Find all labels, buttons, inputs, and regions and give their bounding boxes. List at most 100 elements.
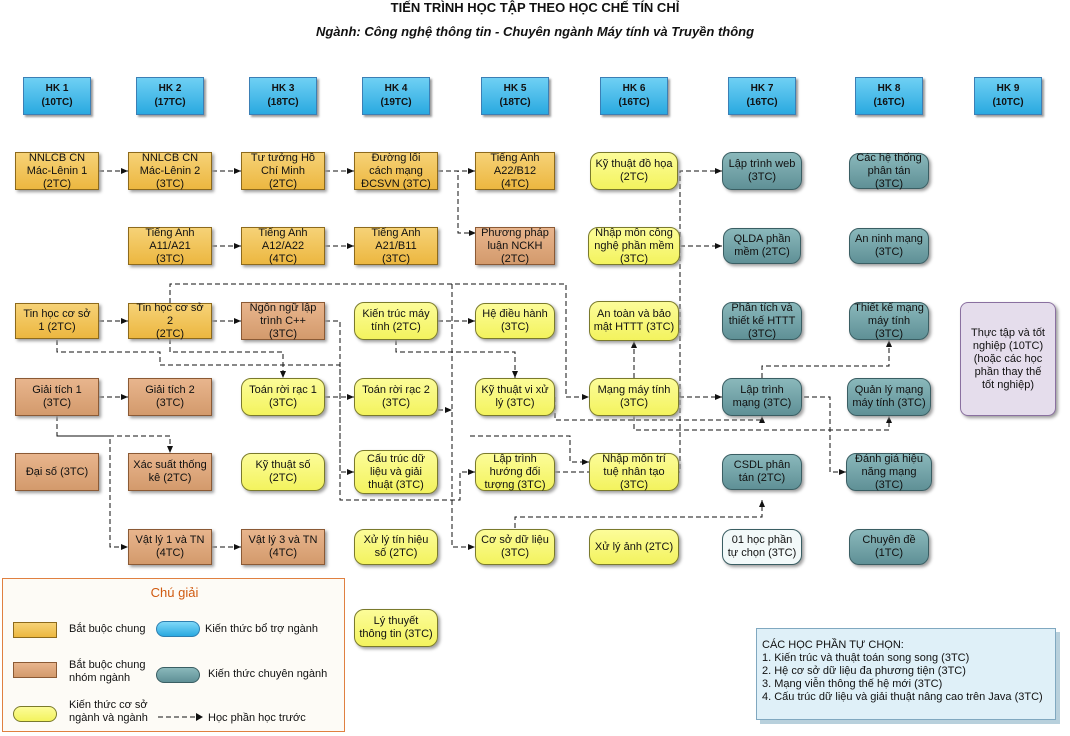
semester-credits: (17TC) (154, 97, 186, 108)
course-node: Xử lý tín hiệu số (2TC) (354, 529, 438, 565)
semester-header: HK 4(19TC) (362, 77, 430, 115)
semester-credits: (16TC) (746, 97, 778, 108)
semester-header: HK 8 (16TC) (855, 77, 923, 115)
legend-label-chuyen-nganh: Kiến thức chuyên ngành (208, 668, 328, 680)
semester-header: HK 2 (17TC) (136, 77, 204, 115)
course-node: Lập trình mạng (3TC) (722, 378, 802, 416)
course-node: NNLCB CN Mác-Lênin 1 (2TC) (15, 152, 99, 190)
prerequisite-arrow (554, 397, 765, 423)
semester-credits: (18TC) (499, 97, 531, 108)
legend-label-co-so: Kiến thức cơ sở ngành và ngành (69, 699, 148, 724)
legend-label-bat-buoc-nhom: Bắt buộc chung nhóm ngành (69, 659, 146, 684)
course-node: Đánh giá hiệu năng mạng (3TC) (846, 453, 932, 491)
semester-credits: (16TC) (873, 97, 905, 108)
elective-title: CÁC HỌC PHẦN TỰ CHỌN: (762, 639, 904, 651)
prerequisite-arrow (804, 396, 846, 475)
course-node: An toàn và bảo mật HTTT (3TC) (589, 301, 679, 341)
prerequisite-arrow (169, 339, 286, 378)
course-node: Phương pháp luận NCKH (2TC) (475, 227, 555, 265)
semester-credits: (19TC) (380, 97, 412, 108)
course-node: Kỹ thuật số (2TC) (241, 453, 325, 491)
legend-label-bo-tro: Kiến thức bổ trợ ngành (205, 623, 319, 635)
course-node: Tiếng Anh A22/B12 (4TC) (475, 152, 555, 190)
course-node: An ninh mạng (3TC) (849, 228, 929, 264)
elective-item: 4. Cấu trúc dữ liệu và giải thuật nâng c… (762, 691, 1043, 703)
legend-title: Chú giải (150, 585, 199, 600)
semester-name: HK 5 (503, 83, 527, 94)
course-node: CSDL phân tán (2TC) (722, 454, 802, 490)
course-node: Tin học cơ sở 1 (2TC) (15, 303, 99, 339)
semester-header: HK 7 (16TC) (728, 77, 796, 115)
legend-label-bat-buoc-chung: Bắt buộc chung (69, 623, 146, 635)
course-node: Xử lý ảnh (2TC) (589, 529, 679, 565)
semester-header: HK 1 (10TC) (23, 77, 91, 115)
course-node: Xác suất thống kê (2TC) (128, 453, 212, 491)
legend-swatch-bat-buoc-chung (13, 622, 57, 638)
course-node: Lập trình hướng đối tượng (3TC) (475, 453, 555, 491)
course-node: Nhập môn công nghệ phần mềm (3TC) (588, 227, 680, 265)
course-node: Toán rời rạc 2 (3TC) (354, 378, 438, 416)
semester-header: HK 5 (18TC) (481, 77, 549, 115)
prerequisite-arrow (451, 284, 475, 550)
course-node: Lập trình web (3TC) (722, 152, 802, 190)
course-node: Tin học cơ sở 2 (2TC) (128, 302, 212, 340)
prerequisite-arrow (325, 320, 475, 501)
legend-swatch-co-so (13, 706, 57, 722)
course-node: Kỹ thuật đồ họa (2TC) (590, 152, 678, 190)
legend: Chú giải Bắt buộc chung Bắt buộc chung n… (2, 578, 345, 732)
course-node: Tiếng Anh A21/B11 (3TC) (354, 227, 438, 265)
course-node: Thiết kế mạng máy tính (3TC) (849, 302, 929, 340)
prerequisite-arrow (169, 283, 589, 400)
semester-name: HK 9 (996, 83, 1020, 94)
course-node: Giải tích 1 (3TC) (15, 378, 99, 416)
elective-box: CÁC HỌC PHẦN TỰ CHỌN: 1. Kiến trúc và th… (756, 628, 1056, 720)
course-node: 01 học phần tự chọn (3TC) (722, 529, 802, 565)
course-node: Tiếng Anh A12/A22 (4TC) (241, 227, 325, 265)
prerequisite-arrow (56, 416, 173, 453)
semester-header: HK 3(18TC) (249, 77, 317, 115)
prerequisite-arrow (555, 168, 722, 473)
course-node: Vật lý 1 và TN (4TC) (128, 529, 212, 565)
course-node: Cơ sở dữ liệu (3TC) (475, 529, 555, 565)
course-node: Đường lối cách mạng ĐCSVN (3TC) (354, 152, 438, 190)
course-node: Vật lý 3 và TN (4TC) (241, 529, 325, 565)
course-node: Tư tưởng Hồ Chí Minh (2TC) (241, 152, 325, 190)
course-node: Hệ điều hành (3TC) (475, 303, 555, 339)
elective-item: 3. Mạng viễn thông thế hệ mới (3TC) (762, 678, 943, 690)
course-node: Thực tập và tốt nghiệp (10TC) (hoặc các … (960, 302, 1056, 416)
page-title: TIẾN TRÌNH HỌC TẬP THEO HỌC CHẾ TÍN CHỈ (390, 0, 680, 15)
semester-name: HK 3 (271, 83, 295, 94)
legend-dashed-arrow (158, 713, 203, 721)
course-node: Lý thuyết thông tin (3TC) (354, 609, 438, 647)
prerequisite-arrow (438, 170, 476, 236)
prerequisite-arrow (633, 416, 892, 431)
semester-name: HK 6 (622, 83, 646, 94)
legend-swatch-chuyen-nganh (156, 667, 200, 683)
legend-swatch-bo-tro (156, 621, 200, 637)
course-node: QLDA phần mềm (2TC) (723, 228, 801, 264)
course-node: Mạng máy tính (3TC) (589, 378, 679, 416)
course-node: Chuyên đề (1TC) (849, 529, 929, 565)
prerequisite-arrow (395, 340, 518, 378)
semester-credits: (16TC) (618, 97, 650, 108)
prerequisite-arrow (56, 340, 354, 475)
course-node: Đại số (3TC) (15, 453, 99, 491)
semester-name: HK 8 (877, 83, 901, 94)
course-node: Phân tích và thiết kế HTTT (3TC) (722, 302, 802, 340)
semester-credits: (10TC) (41, 97, 73, 108)
semester-name: HK 7 (750, 83, 774, 94)
prerequisite-arrow (514, 500, 765, 528)
course-node: NNLCB CN Mác-Lênin 2 (3TC) (128, 152, 212, 190)
page-subtitle: Ngành: Công nghệ thông tin - Chuyên ngàn… (315, 24, 755, 39)
course-node: Cấu trúc dữ liệu và giải thuật (3TC) (354, 450, 438, 494)
semester-name: HK 1 (45, 83, 69, 94)
course-node: Ngôn ngữ lập trình C++ (3TC) (241, 302, 325, 340)
semester-credits: (10TC) (992, 97, 1024, 108)
course-node: Kỹ thuật vi xử lý (3TC) (475, 378, 555, 416)
semester-name: HK 2 (158, 83, 182, 94)
prerequisite-arrow (57, 435, 128, 550)
elective-item: 2. Hệ cơ sở dữ liệu đa phương tiện (3TC) (762, 665, 966, 677)
legend-swatch-bat-buoc-nhom (13, 662, 57, 678)
course-node: Các hệ thống phân tán (3TC) (849, 152, 929, 190)
